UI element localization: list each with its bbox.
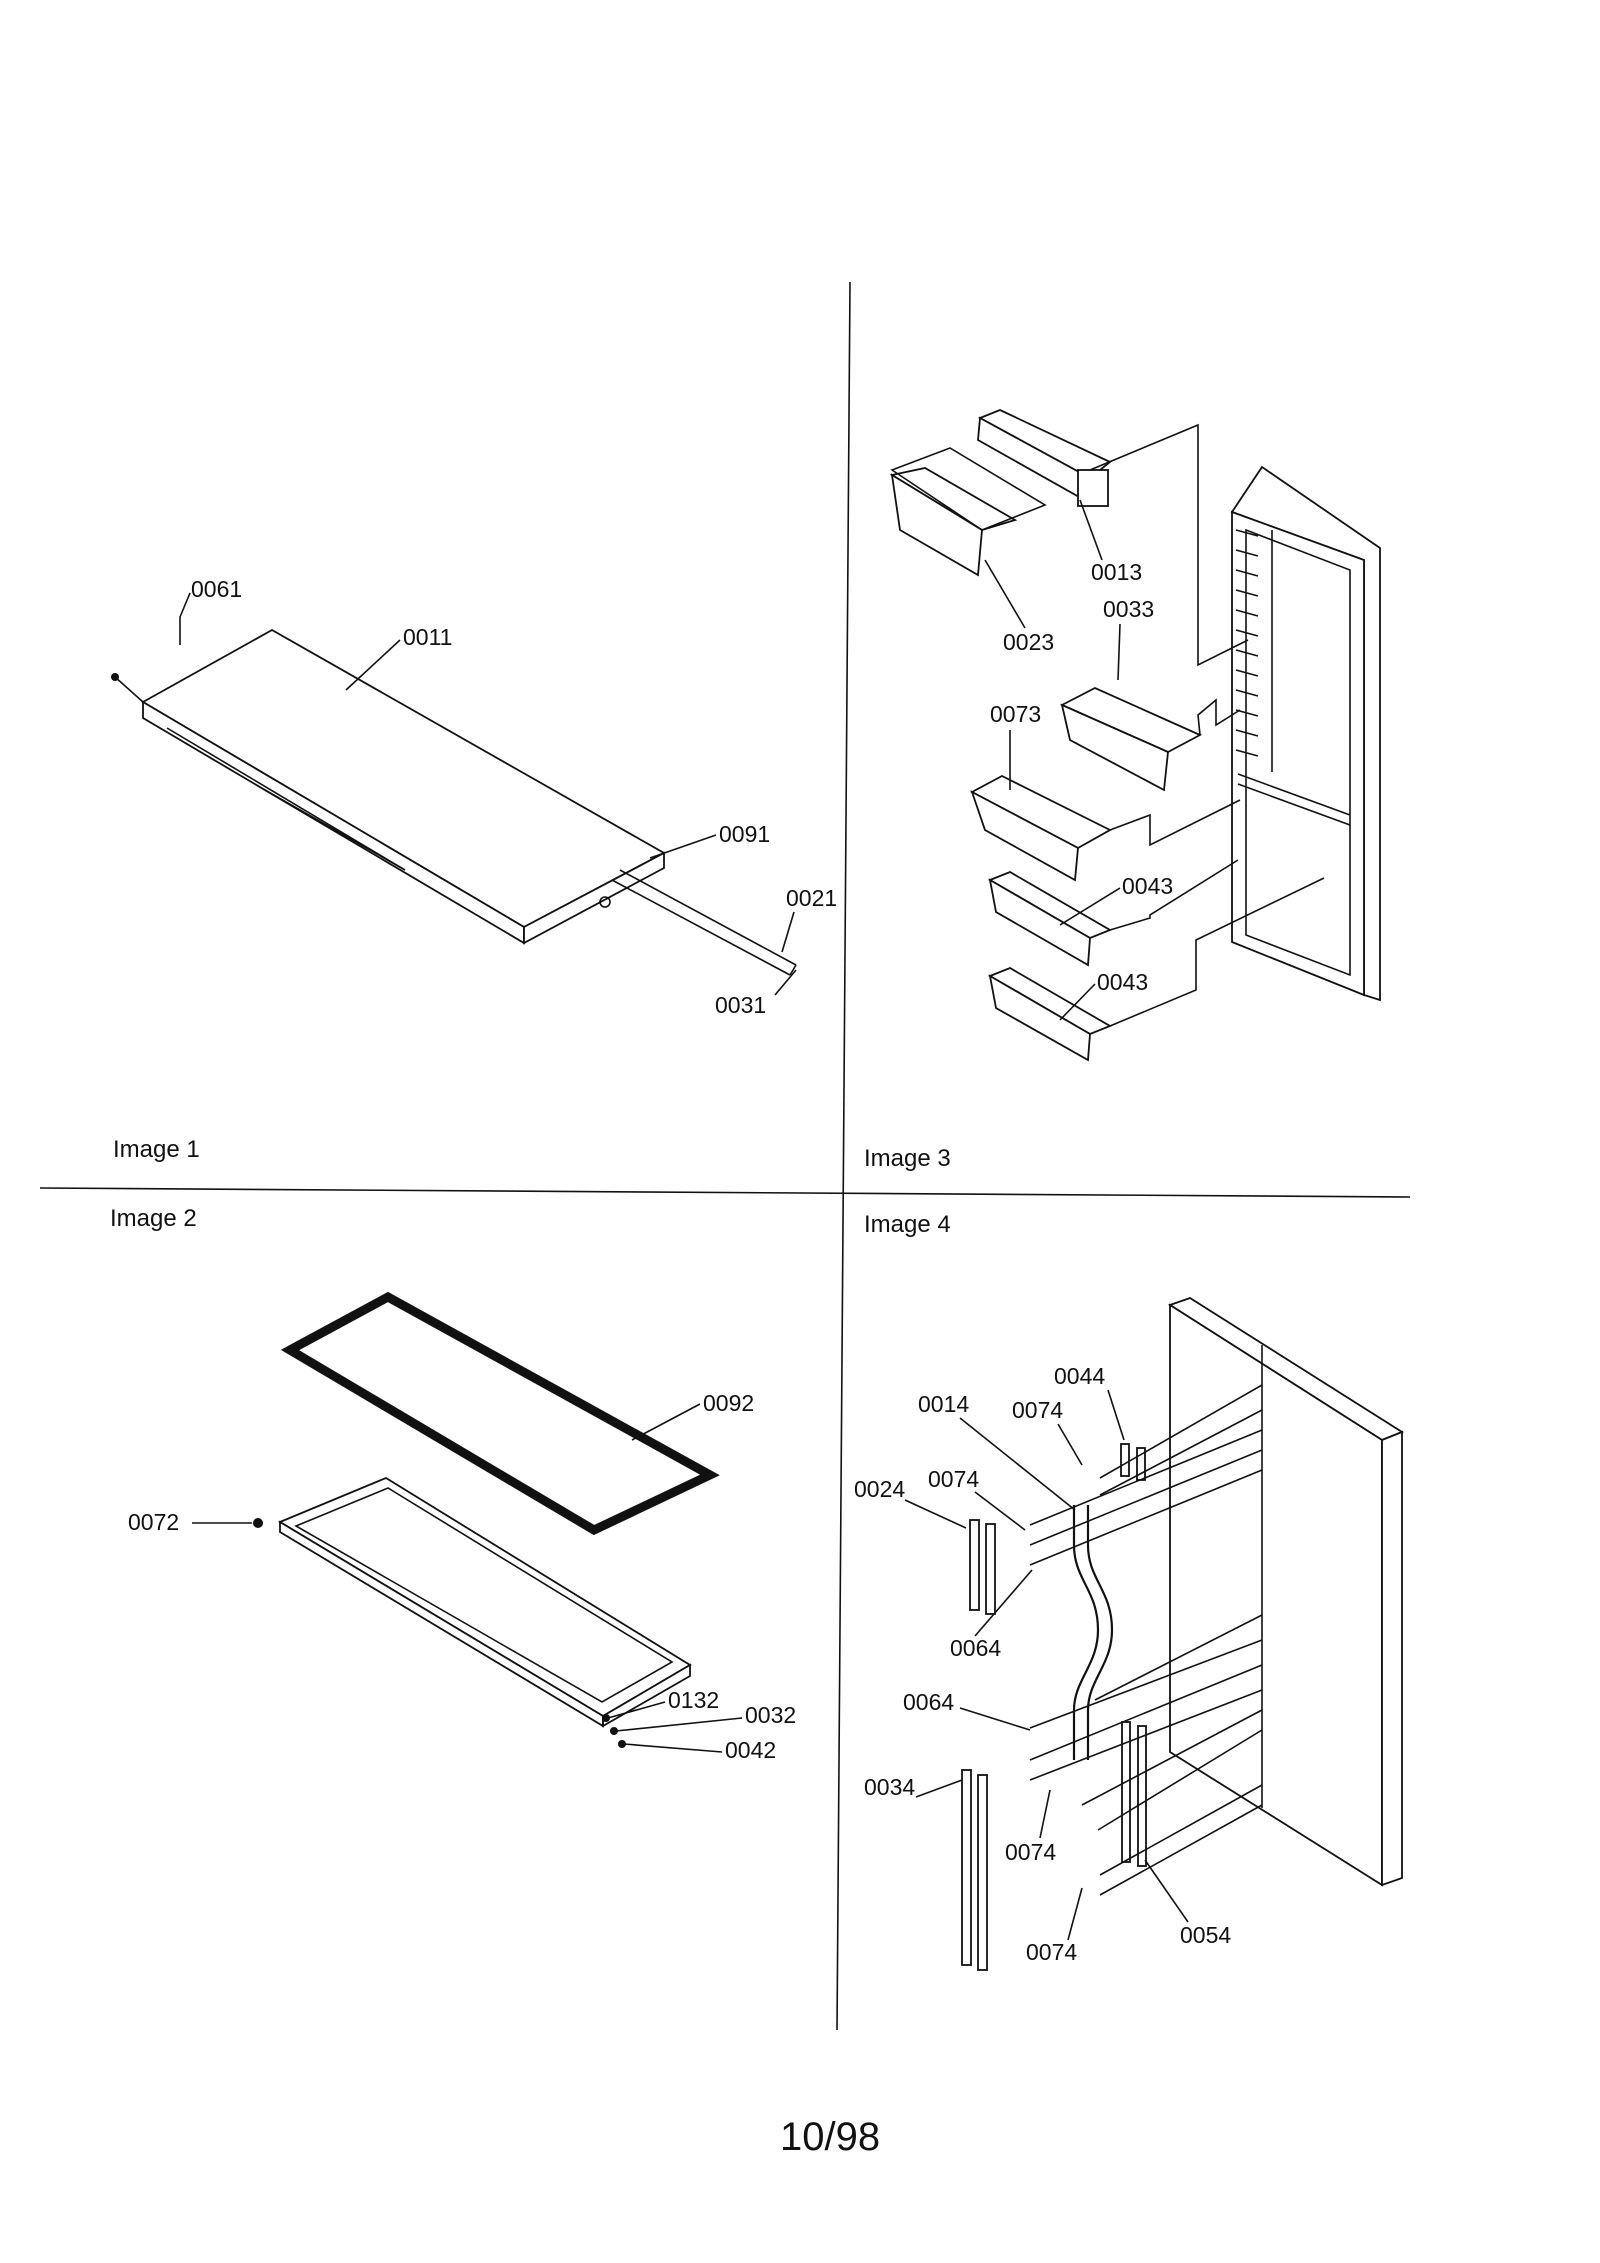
door-panel-drawing [1167, 1297, 1404, 1887]
shelf-drawing [111, 628, 797, 976]
callout-0032: 0032 [745, 1702, 796, 1728]
callout-0024: 0024 [854, 1476, 905, 1502]
callout-0054: 0054 [1180, 1922, 1231, 1948]
callout-0072: 0072 [128, 1509, 179, 1535]
callout-0021: 0021 [786, 885, 837, 911]
callouts-image-4: 0044 0014 0074 0024 0074 0064 0064 0034 … [854, 1363, 1231, 1965]
callout-0013: 0013 [1091, 559, 1142, 585]
caption-image-4: Image 4 [864, 1211, 951, 1238]
callout-0073: 0073 [990, 701, 1041, 727]
handle-drawing [961, 1443, 1147, 1971]
callout-0043a: 0043 [1122, 873, 1173, 899]
panel-image-4: 0044 0014 0074 0024 0074 0064 0064 0034 … [854, 1211, 1404, 1971]
panel-image-3: 0013 0033 0023 0073 0043 0043 Image 3 [864, 409, 1381, 1172]
callout-0023: 0023 [1003, 629, 1054, 655]
callout-0074-bottom: 0074 [1026, 1939, 1077, 1965]
caption-image-3: Image 3 [864, 1145, 951, 1172]
callout-0064-a: 0064 [950, 1635, 1001, 1661]
panel-image-1: 0061 0011 0091 0021 0031 Image 1 [111, 576, 837, 1163]
assembly-lines-image-3 [1089, 423, 1325, 1027]
callouts-image-3: 0013 0033 0023 0073 0043 0043 [984, 499, 1173, 1021]
callout-0044: 0044 [1054, 1363, 1105, 1389]
callout-0043b: 0043 [1097, 969, 1148, 995]
caption-image-2: Image 2 [110, 1205, 197, 1232]
shelf-drawing-2 [253, 1291, 720, 1748]
callout-0031: 0031 [715, 992, 766, 1018]
liner-rib-ticks [1235, 529, 1259, 757]
callout-0064-b: 0064 [903, 1689, 954, 1715]
callouts-image-2: 0092 0072 0132 0032 0042 [128, 1390, 796, 1763]
page-number: 10/98 [780, 2115, 880, 2159]
callout-0011: 0011 [403, 624, 452, 650]
caption-image-1: Image 1 [113, 1136, 200, 1163]
callout-0074-low: 0074 [1005, 1839, 1056, 1865]
callout-0074-top: 0074 [1012, 1397, 1063, 1423]
callout-0033: 0033 [1103, 596, 1154, 622]
panel-dividers [39, 281, 1411, 2031]
callout-0061: 0061 [191, 576, 242, 602]
callout-0042: 0042 [725, 1737, 776, 1763]
door-liner-drawing [1230, 465, 1381, 1002]
callouts-image-1: 0061 0011 0091 0021 0031 [179, 576, 837, 1018]
callout-0092: 0092 [703, 1390, 754, 1416]
callout-0014: 0014 [918, 1391, 969, 1417]
bins-drawing [889, 409, 1203, 1062]
callout-0034: 0034 [864, 1774, 915, 1800]
callout-0091: 0091 [719, 821, 770, 847]
callout-0132: 0132 [668, 1687, 719, 1713]
assembly-lines-image-4 [1029, 1384, 1263, 1896]
panel-image-2: 0092 0072 0132 0032 0042 Image 2 [110, 1205, 796, 1763]
callout-0074-mid: 0074 [928, 1466, 979, 1492]
